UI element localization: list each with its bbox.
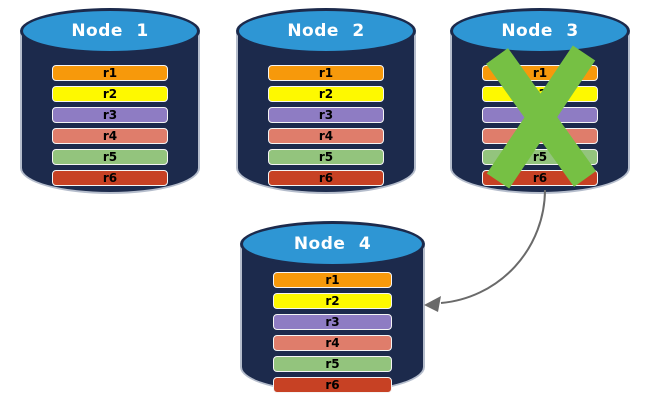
row-label: r4: [318, 128, 334, 143]
row-bar-r2: r2: [482, 86, 598, 102]
row-bar-r1: r1: [52, 65, 168, 81]
node-label: Node 4: [293, 234, 372, 254]
row-label: r2: [102, 86, 118, 101]
row-label: r3: [532, 107, 548, 122]
row-label: r3: [102, 107, 118, 122]
row-label: r1: [318, 65, 334, 80]
row-bar-r2: r2: [268, 86, 384, 102]
cylinder-top: Node 3: [450, 8, 630, 54]
node-2-cylinder: Node 2 r1 r2 r3 r4 r5 r6: [236, 8, 416, 194]
row-bar-r4: r4: [268, 128, 384, 144]
row-label: r2: [318, 86, 334, 101]
row-label: r1: [325, 272, 340, 287]
arrow-curve: [440, 189, 546, 304]
row-label: r6: [325, 377, 340, 392]
row-stack: r1 r2 r3 r4 r5 r6: [482, 65, 598, 186]
row-bar-r5: r5: [268, 149, 384, 165]
row-label: r1: [532, 65, 548, 80]
row-bar-r3: r3: [52, 107, 168, 123]
node-4-cylinder: Node 4 r1 r2 r3 r4 r5 r6: [240, 221, 425, 393]
row-label: r5: [318, 149, 334, 164]
arrow-head: [424, 296, 441, 312]
row-label: r4: [532, 128, 548, 143]
row-bar-r5: r5: [52, 149, 168, 165]
node-label: Node 1: [71, 21, 149, 41]
row-label: r2: [532, 86, 548, 101]
row-bar-r4: r4: [482, 128, 598, 144]
row-bar-r3: r3: [273, 314, 392, 330]
replication-arrow: [424, 189, 546, 312]
row-label: r4: [325, 335, 340, 350]
row-label: r4: [102, 128, 118, 143]
row-label: r6: [318, 170, 334, 185]
row-bar-r3: r3: [268, 107, 384, 123]
row-bar-r4: r4: [52, 128, 168, 144]
row-stack: r1 r2 r3 r4 r5 r6: [52, 65, 168, 186]
row-bar-r4: r4: [273, 335, 392, 351]
node-label: Node 2: [287, 21, 365, 41]
row-label: r5: [325, 356, 340, 371]
row-bar-r5: r5: [273, 356, 392, 372]
row-bar-r2: r2: [52, 86, 168, 102]
cylinder-top: Node 4: [240, 221, 425, 267]
row-label: r5: [532, 149, 548, 164]
node-label: Node 3: [501, 21, 579, 41]
cylinder-top: Node 1: [20, 8, 200, 54]
cylinder-top: Node 2: [236, 8, 416, 54]
row-label: r6: [102, 170, 118, 185]
row-bar-r6: r6: [482, 170, 598, 186]
row-bar-r2: r2: [273, 293, 392, 309]
row-label: r5: [102, 149, 118, 164]
row-stack: r1 r2 r3 r4 r5 r6: [273, 272, 392, 393]
row-bar-r5: r5: [482, 149, 598, 165]
row-label: r6: [532, 170, 548, 185]
row-label: r2: [325, 293, 340, 308]
row-label: r3: [325, 314, 340, 329]
row-bar-r3: r3: [482, 107, 598, 123]
row-bar-r6: r6: [52, 170, 168, 186]
row-bar-r1: r1: [273, 272, 392, 288]
row-label: r3: [318, 107, 334, 122]
row-bar-r1: r1: [268, 65, 384, 81]
node-3-cylinder: Node 3 r1 r2 r3 r4 r5 r6: [450, 8, 630, 194]
row-bar-r6: r6: [268, 170, 384, 186]
node-1-cylinder: Node 1 r1 r2 r3 r4 r5 r6: [20, 8, 200, 194]
row-bar-r1: r1: [482, 65, 598, 81]
row-bar-r6: r6: [273, 377, 392, 393]
row-label: r1: [102, 65, 118, 80]
row-stack: r1 r2 r3 r4 r5 r6: [268, 65, 384, 186]
